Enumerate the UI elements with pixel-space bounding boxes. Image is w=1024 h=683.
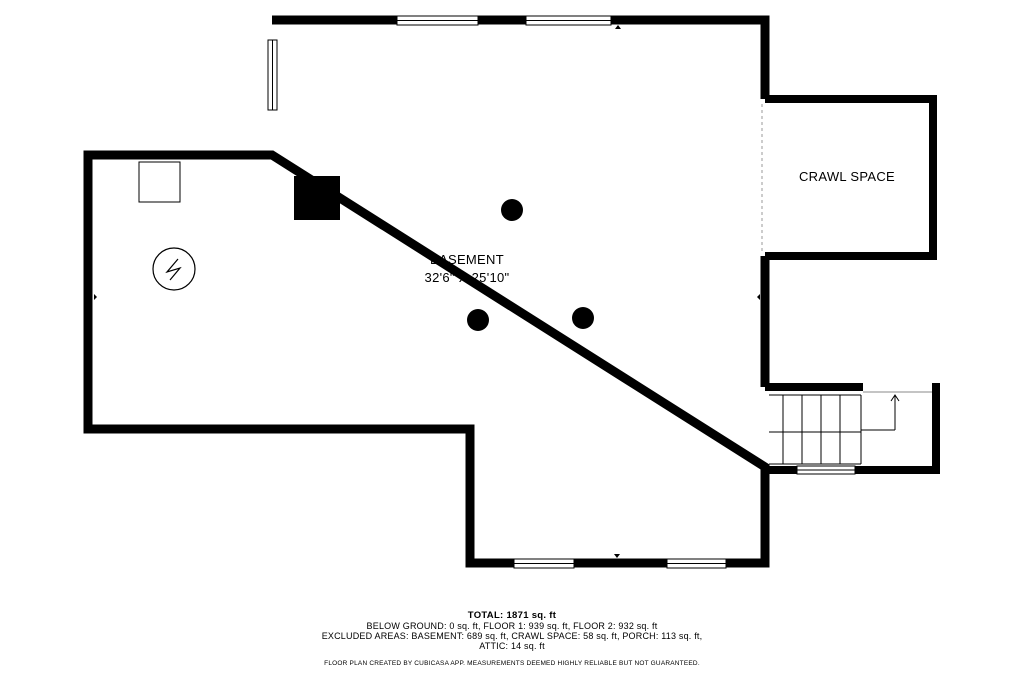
electric-panel-icon	[152, 247, 196, 291]
crawl-space-walls	[765, 95, 937, 260]
total-area: TOTAL: 1871 sq. ft	[467, 610, 557, 621]
marker-left	[94, 294, 97, 300]
marker-bottom	[614, 554, 620, 558]
wall-markers	[94, 25, 760, 558]
post-3	[572, 307, 594, 329]
basement-label: BASEMENT	[430, 252, 504, 267]
basement-dimensions: 32'6" X 25'10"	[425, 270, 510, 285]
crawl-space-label: CRAWL SPACE	[799, 169, 895, 184]
credit-line: FLOOR PLAN CREATED BY CUBICASA APP. MEAS…	[324, 660, 700, 667]
floor-areas: BELOW GROUND: 0 sq. ft, FLOOR 1: 939 sq.…	[366, 621, 658, 631]
post-1	[501, 199, 523, 221]
post-2	[467, 309, 489, 331]
windows	[267, 15, 856, 569]
attic-area: ATTIC: 14 sq. ft	[479, 641, 545, 651]
marker-top	[615, 25, 621, 29]
support-posts	[467, 199, 594, 331]
chimney-block	[294, 176, 340, 220]
stair-walls	[765, 383, 940, 474]
stair-direction-arrow-icon	[861, 394, 900, 431]
basement-walls	[83, 15, 770, 568]
staircase	[769, 394, 862, 465]
marker-right	[757, 294, 760, 300]
utility-box	[138, 161, 181, 203]
excluded-areas: EXCLUDED AREAS: BASEMENT: 689 sq. ft, CR…	[321, 631, 703, 641]
